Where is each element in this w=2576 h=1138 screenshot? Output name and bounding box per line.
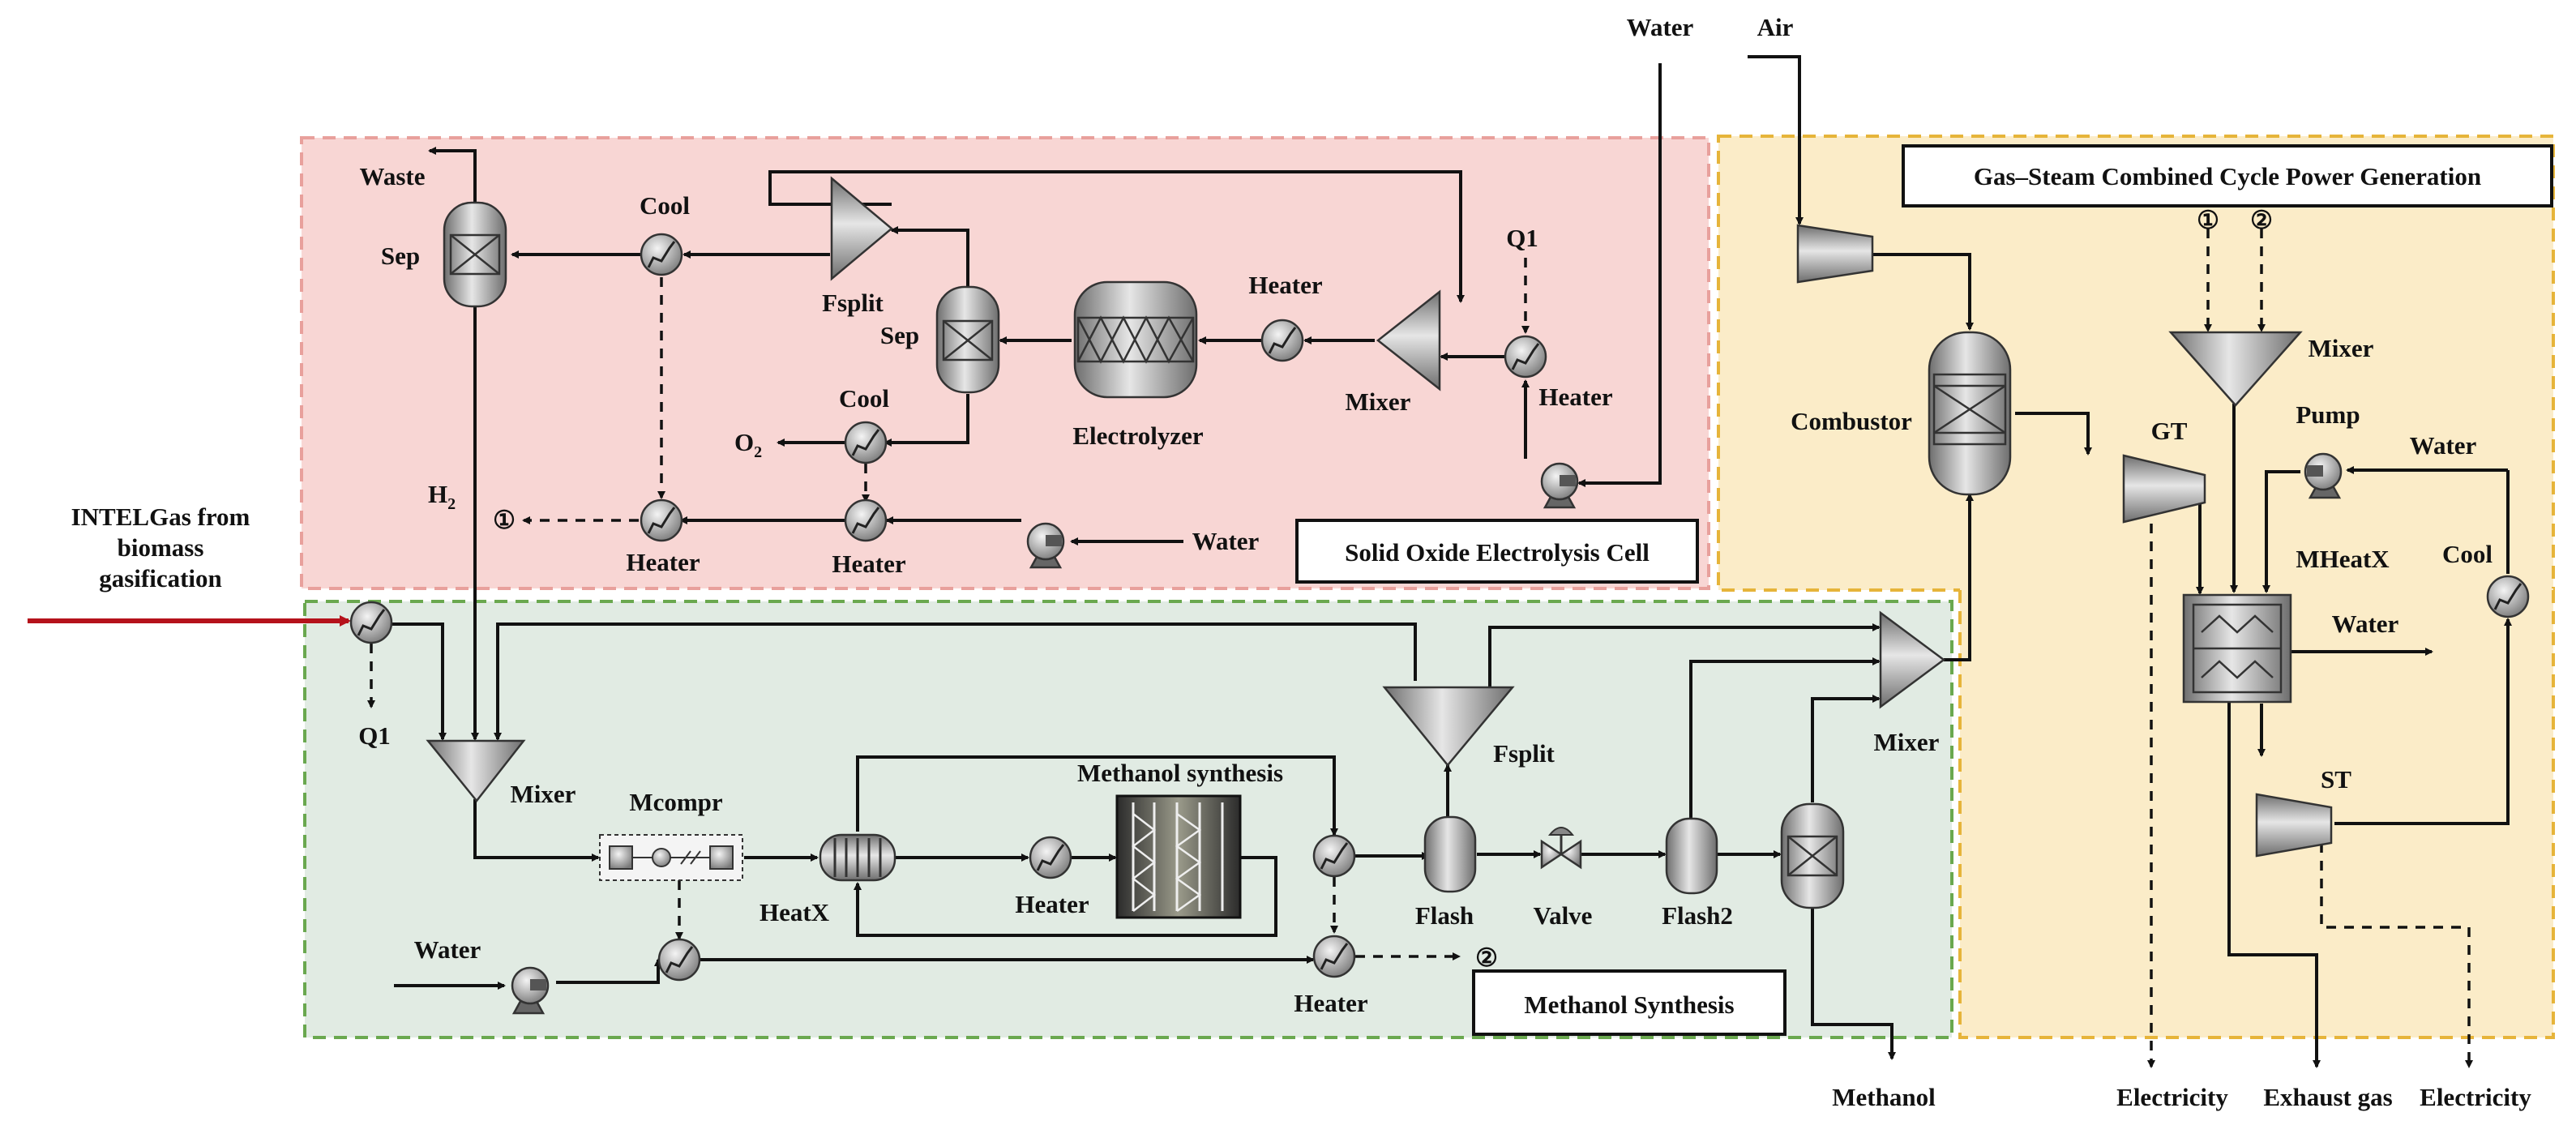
column-icon (1780, 802, 1845, 909)
label-meoh-synthesis: Methanol synthesis (1077, 759, 1283, 787)
label-mheatx: MHeatX (2296, 545, 2390, 573)
label-waste: Waste (360, 162, 426, 190)
fsplit-icon (830, 176, 893, 281)
region-title-meoh: Methanol Synthesis (1524, 990, 1734, 1019)
label-h2: H2 (428, 480, 456, 513)
fsplit-icon (1382, 686, 1515, 767)
pump-icon (2304, 452, 2343, 499)
pump-icon (511, 966, 550, 1015)
label-fsplit2: Fsplit (1493, 739, 1555, 768)
mixer-icon (1879, 610, 1946, 709)
separator-icon (443, 201, 507, 308)
region-title-soec: Solid Oxide Electrolysis Cell (1345, 538, 1650, 567)
heatx-icon (819, 833, 896, 882)
mixer-icon (1376, 289, 1441, 391)
gas-turbine-icon (2122, 454, 2206, 524)
label-heater-soec-right: Heater (1538, 383, 1612, 411)
label-heater-meoh2: Heater (1294, 989, 1367, 1017)
label-heater-soec-top: Heater (1248, 271, 1322, 299)
region-soec (300, 136, 1710, 590)
label-water-soec: Water (1192, 527, 1260, 555)
marker-1-gscc: ① (2197, 206, 2219, 234)
label-heater-soec-m: Heater (832, 550, 905, 578)
label-valve: Valve (1534, 901, 1593, 930)
label-inlet-2: biomass (118, 533, 204, 562)
heater-icon (349, 601, 393, 644)
label-electricity-2: Electricity (2420, 1083, 2531, 1111)
label-flash2: Flash2 (1662, 901, 1733, 930)
label-electrolyzer: Electrolyzer (1072, 421, 1203, 450)
label-mixer-soec: Mixer (1346, 387, 1411, 416)
marker-1-soec: ① (493, 506, 516, 534)
heater-icon (657, 938, 701, 982)
mixer-icon (426, 739, 526, 803)
label-mixer-gscc: Mixer (2309, 334, 2374, 362)
label-air: Air (1757, 13, 1794, 41)
label-heatx: HeatX (760, 898, 830, 926)
heater-icon (844, 421, 888, 464)
label-water-meoh: Water (414, 935, 481, 964)
steam-turbine-icon (2255, 793, 2333, 858)
heater-icon (1312, 935, 1356, 978)
label-st: ST (2321, 765, 2351, 794)
flash-icon (1423, 815, 1477, 893)
region-title-box-gscc (1902, 144, 2553, 207)
label-o2: O2 (734, 428, 762, 461)
label-q1-top: Q1 (1506, 224, 1538, 252)
pump-icon (1026, 522, 1065, 569)
electrolyzer-icon (1073, 280, 1198, 399)
pump-icon (1540, 462, 1579, 509)
region-title-box-meoh (1472, 969, 1787, 1036)
label-water-top: Water (1627, 13, 1694, 41)
heater-icon (844, 498, 888, 542)
heater-icon (1504, 335, 1547, 379)
region-gscc-lower-border (1958, 590, 2555, 1039)
label-inlet-3: gasification (99, 564, 222, 593)
separator-icon (935, 285, 1000, 394)
mixer-icon (2168, 331, 2303, 407)
marker-2-gscc: ② (2250, 206, 2273, 234)
heater-icon (1029, 836, 1072, 879)
region-title-gscc: Gas–Steam Combined Cycle Power Generatio… (1974, 162, 2481, 190)
compressor-icon (1796, 224, 1874, 284)
heater-icon (640, 498, 683, 542)
label-sep1: Sep (381, 242, 420, 270)
label-combustor: Combustor (1791, 407, 1912, 435)
label-q1-low: Q1 (358, 721, 391, 750)
label-heater-meoh1: Heater (1015, 890, 1089, 918)
heater-icon (640, 233, 683, 276)
label-inlet-1: INTELGas from (71, 503, 250, 531)
label-water-gscc-in: Water (2410, 431, 2477, 460)
label-flash: Flash (1415, 901, 1474, 930)
label-mixer-right: Mixer (1874, 728, 1940, 756)
label-water-gscc-out: Water (2332, 610, 2399, 638)
region-title-box-soec (1295, 519, 1699, 584)
label-gt: GT (2151, 417, 2188, 445)
flash2-icon (1665, 817, 1718, 895)
label-heater-soec-l: Heater (626, 548, 700, 576)
mheatx-icon (2182, 593, 2292, 704)
label-fsplit1: Fsplit (822, 289, 884, 317)
mcompr-icon (599, 834, 743, 881)
label-methanol: Methanol (1832, 1083, 1936, 1111)
label-electricity-1: Electricity (2116, 1083, 2228, 1111)
label-cool-gscc: Cool (2442, 540, 2493, 568)
label-mcompr: Mcompr (629, 788, 723, 816)
label-mixer-meoh: Mixer (511, 780, 576, 808)
heater-icon (1312, 834, 1356, 878)
heater-icon (1260, 319, 1304, 362)
combustor-icon (1928, 331, 2012, 496)
marker-2-meoh: ② (1475, 943, 1498, 972)
valve-icon (1540, 827, 1582, 870)
label-cool1: Cool (640, 191, 690, 220)
label-sep2: Sep (880, 321, 919, 349)
label-pump: Pump (2296, 400, 2360, 429)
label-exhaust: Exhaust gas (2263, 1083, 2392, 1111)
label-cool2: Cool (839, 384, 889, 413)
methanol-reactor-icon (1115, 794, 1242, 919)
heater-icon (2486, 575, 2530, 618)
